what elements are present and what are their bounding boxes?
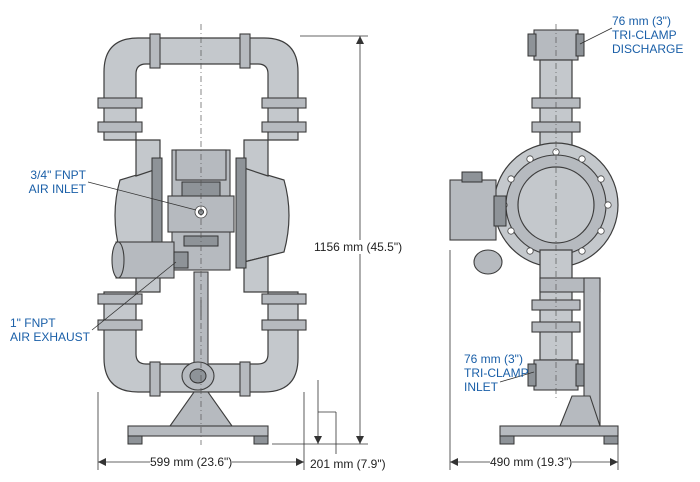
- front-exhaust-muffler: [115, 241, 175, 279]
- inlet-text: INLET: [464, 380, 499, 394]
- front-right-chamber: [243, 167, 290, 263]
- inlet-type: TRI-CLAMP: [464, 366, 529, 380]
- depth-dimension-label: 490 mm (19.3"): [490, 455, 573, 469]
- inlet-size: 76 mm (3"): [464, 352, 523, 366]
- callout-leaders: [87, 27, 613, 383]
- air-inlet-text: AIR INLET: [28, 182, 86, 196]
- discharge-size: 76 mm (3"): [612, 14, 671, 28]
- width-dimension-label: 599 mm (23.6"): [150, 455, 233, 469]
- discharge-text: DISCHARGE: [612, 42, 684, 56]
- air-exhaust-text: AIR EXHAUST: [10, 330, 91, 344]
- air-exhaust-size: 1" FNPT: [10, 316, 56, 330]
- inlet-label: 76 mm (3") TRI-CLAMP INLET: [464, 352, 529, 394]
- air-inlet-label: 3/4" FNPT AIR INLET: [10, 168, 86, 196]
- discharge-label: 76 mm (3") TRI-CLAMP DISCHARGE: [612, 14, 683, 56]
- side-stand-base: [499, 425, 619, 437]
- side-view-pump: [449, 24, 619, 445]
- side-exhaust-port: [473, 249, 503, 275]
- side-air-valve: [449, 179, 497, 241]
- discharge-type: TRI-CLAMP: [612, 28, 677, 42]
- offset-dimension-label: 201 mm (7.9"): [310, 457, 386, 471]
- height-dimension-label: 1156 mm (45.5"): [314, 240, 403, 254]
- front-view-pump: [97, 24, 307, 445]
- air-exhaust-label: 1" FNPT AIR EXHAUST: [10, 316, 90, 344]
- air-inlet-size: 3/4" FNPT: [30, 168, 86, 182]
